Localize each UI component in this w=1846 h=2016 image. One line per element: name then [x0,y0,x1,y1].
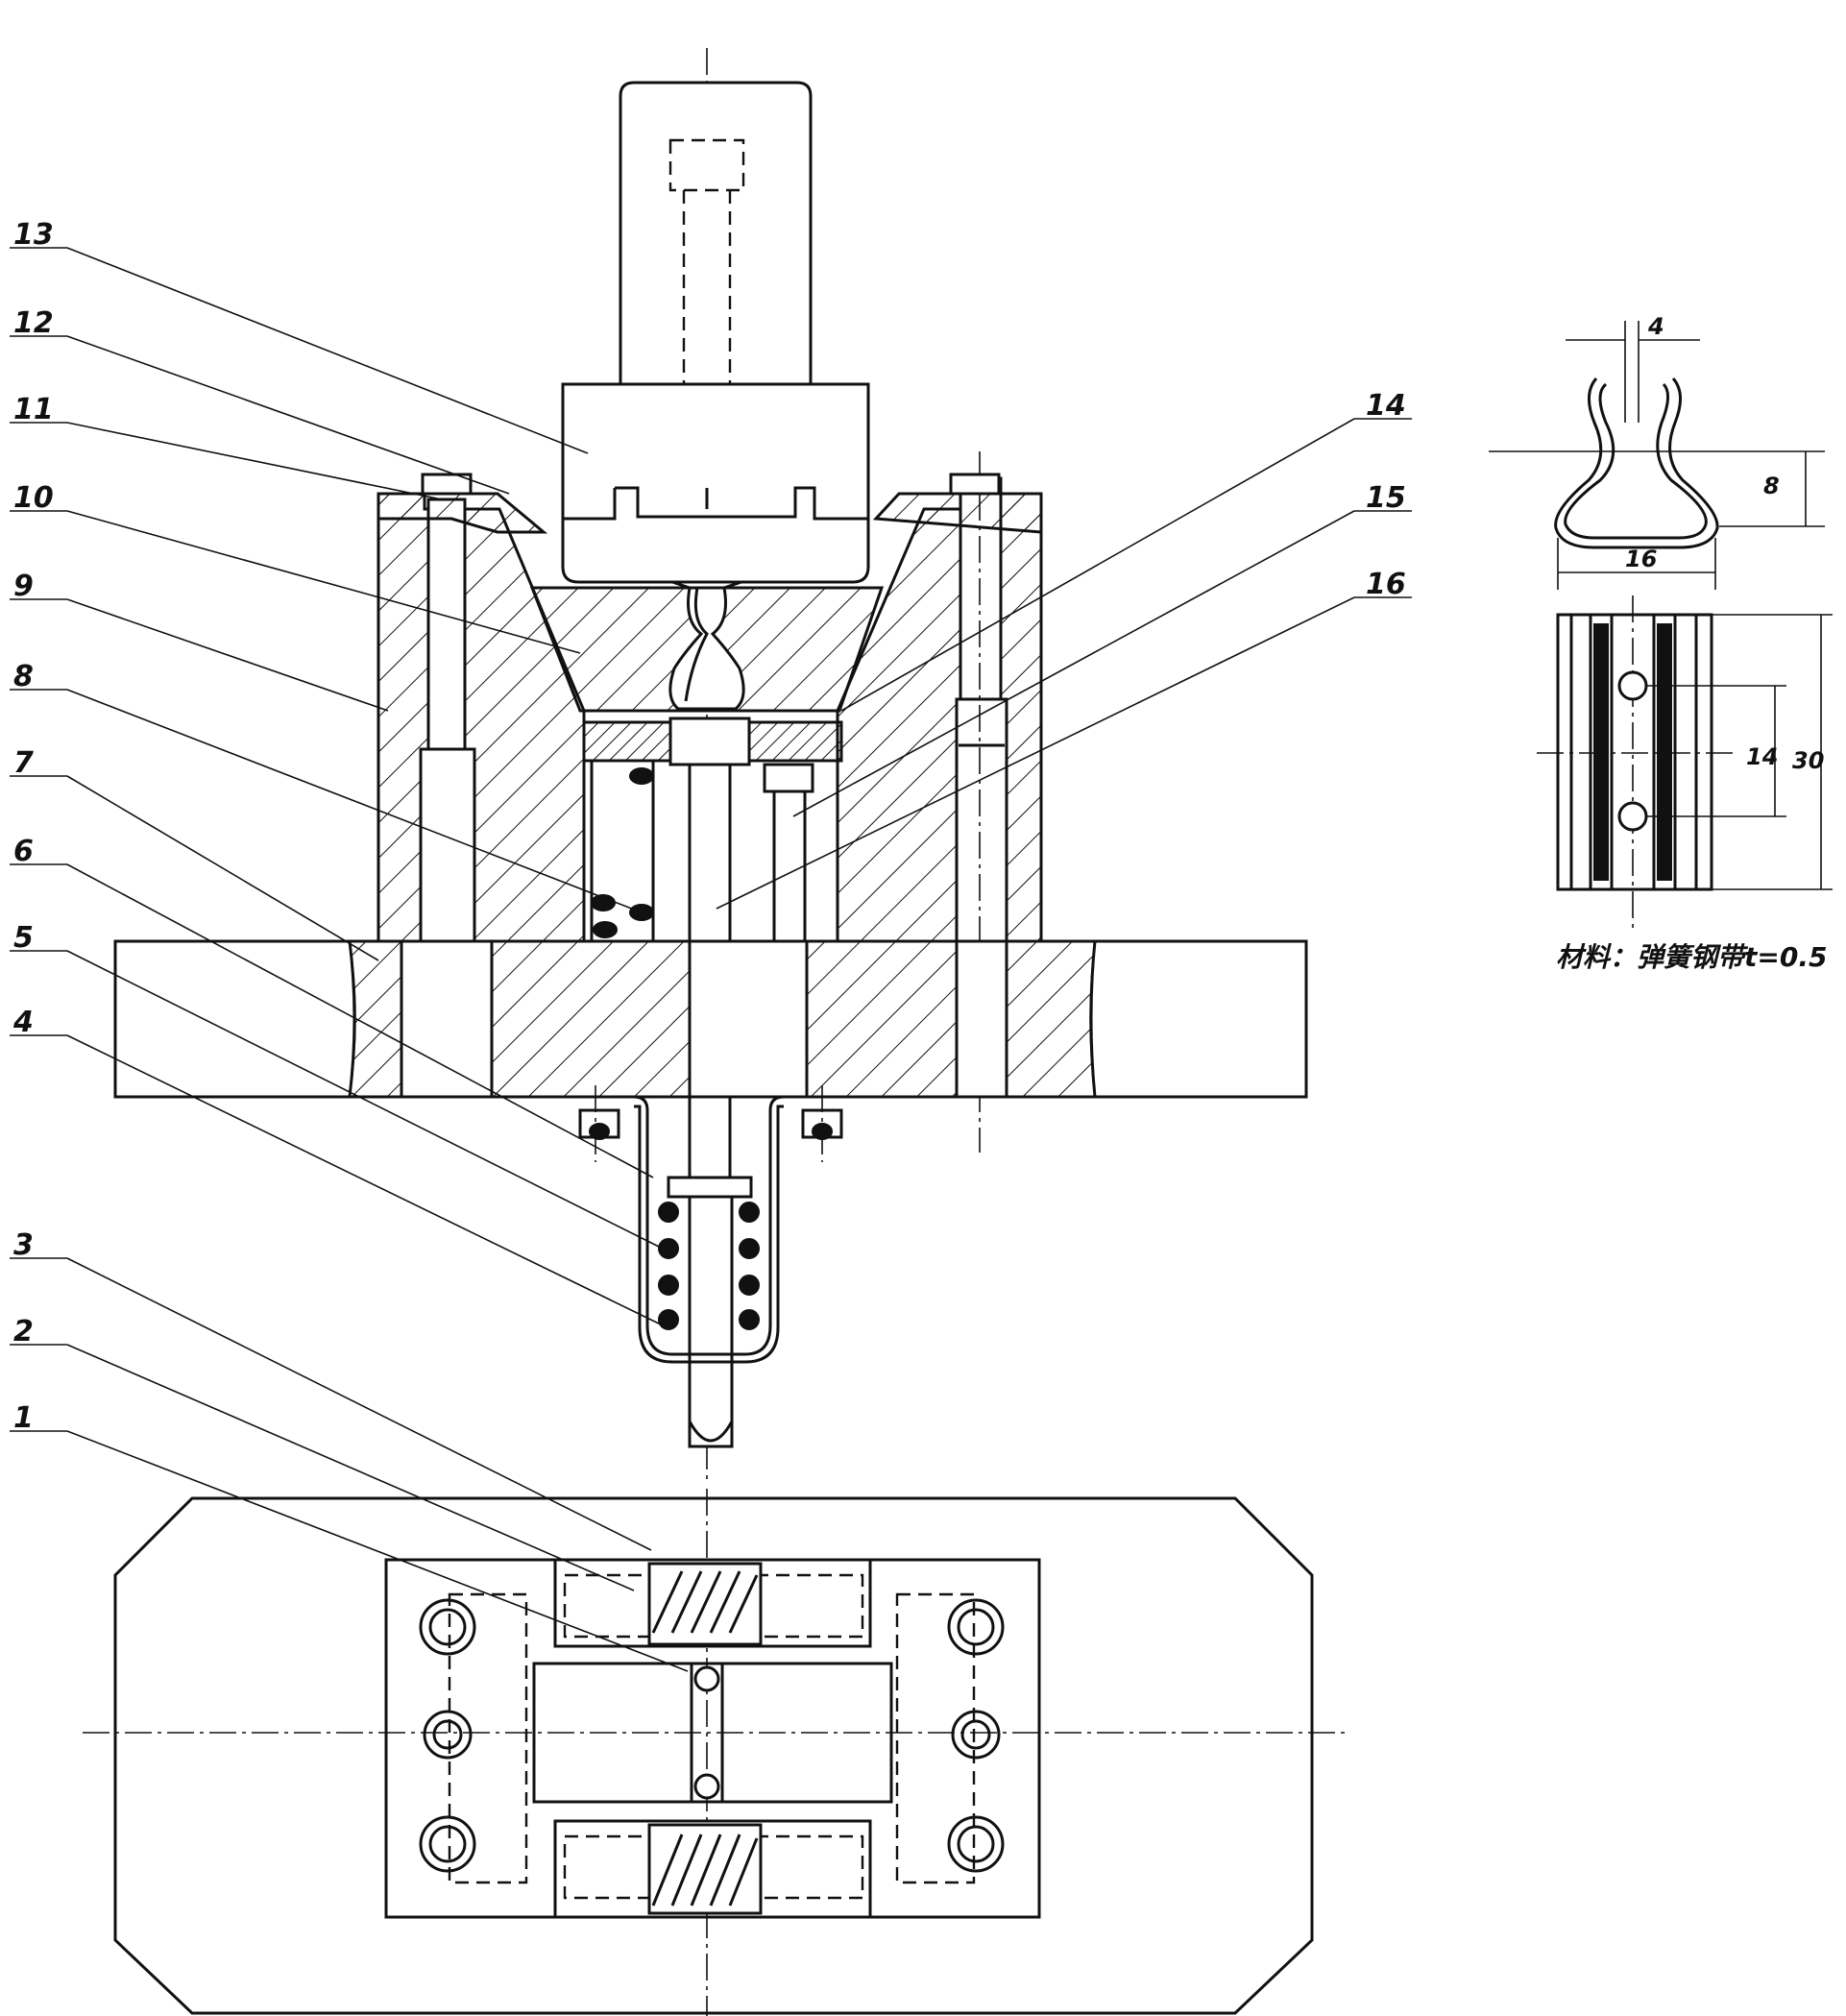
label-12: 12 [13,306,54,340]
label-10: 10 [13,481,54,515]
label-15: 15 [1366,481,1406,515]
dim-width: 16 [1625,546,1657,572]
dim-height: 8 [1763,473,1780,499]
plan-view [83,1489,1345,2016]
part-labels: 13 12 11 10 9 8 7 6 5 4 3 2 1 14 15 16 [12,218,1406,1435]
part-plan: 14 30 [1537,595,1833,932]
plan-bolt-holes [419,1598,1005,1873]
part-leaders [10,247,1412,1672]
label-16: 16 [1366,568,1406,601]
label-14: 14 [1366,389,1406,423]
label-6: 6 [13,835,34,868]
label-11: 11 [13,393,54,426]
dim-hole-pitch: 14 [1746,743,1778,770]
base-plate [113,939,1308,1099]
label-5: 5 [13,921,34,955]
label-3: 3 [13,1228,34,1262]
part-detail: 4 8 16 14 [1489,313,1833,973]
ejector-rod [667,763,753,1448]
stripper-ring [582,717,843,766]
punch-holder [561,382,870,595]
label-4: 4 [12,1006,34,1039]
dim-gap: 4 [1647,313,1664,340]
dim-length: 30 [1792,747,1824,774]
material-note: 材料：弹簧钢带t=0.5 [1556,941,1827,973]
label-1: 1 [13,1401,34,1435]
label-9: 9 [13,570,34,603]
label-8: 8 [13,660,34,693]
die-springs [590,759,655,943]
label-7: 7 [13,746,34,780]
front-section-view: 13 12 11 10 9 8 7 6 5 4 3 2 1 14 15 16 [10,48,1412,1672]
label-13: 13 [13,218,54,252]
label-2: 2 [13,1315,34,1348]
part-profile: 4 8 16 [1489,313,1825,590]
spring-housing [576,1085,845,1364]
lower-spring [658,1202,760,1330]
top-clamp-plates [376,473,1043,534]
